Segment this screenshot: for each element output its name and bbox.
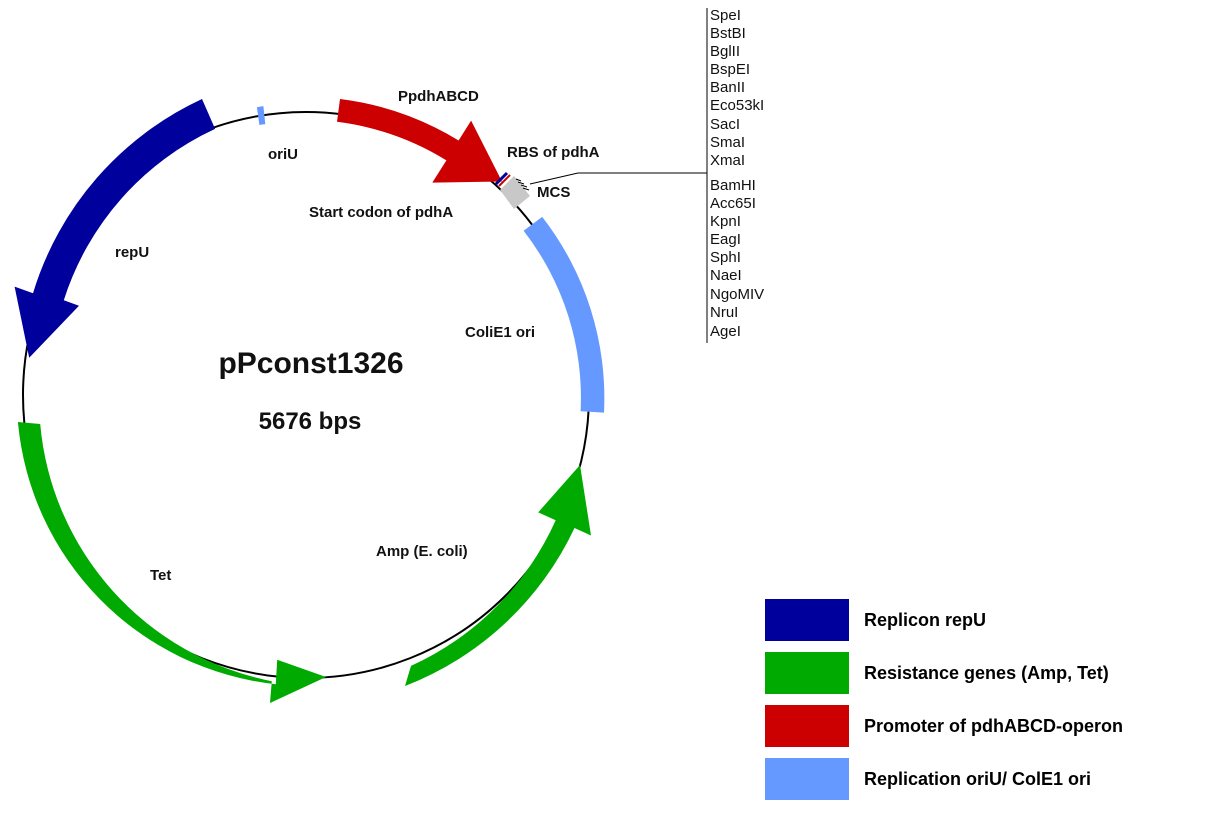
rbs-mark xyxy=(498,174,511,187)
legend-item-replicon: Replicon repU xyxy=(765,598,1123,642)
label-ColiE1: ColiE1 ori xyxy=(465,324,535,341)
restriction-site: NgoMIV xyxy=(710,286,764,303)
legend-swatch xyxy=(765,652,849,694)
MCS-box xyxy=(500,176,530,209)
label-start-codon: Start codon of pdhA xyxy=(309,204,453,221)
legend-label: Promoter of pdhABCD-operon xyxy=(864,715,1123,736)
ColiE1-segment xyxy=(523,216,605,413)
legend-swatch xyxy=(765,599,849,641)
label-Tet: Tet xyxy=(150,567,171,584)
legend-item-origin: Replication oriU/ ColE1 ori xyxy=(765,757,1123,801)
legend-label: Resistance genes (Amp, Tet) xyxy=(864,662,1109,683)
restriction-site: XmaI xyxy=(710,152,745,169)
restriction-site: EagI xyxy=(710,231,741,248)
Amp-arrow xyxy=(405,465,591,686)
label-oriU: oriU xyxy=(268,146,298,163)
oriU-segment xyxy=(256,106,266,125)
legend-label: Replication oriU/ ColE1 ori xyxy=(864,768,1092,789)
legend-swatch xyxy=(765,758,849,800)
label-RBS: RBS of pdhA xyxy=(507,144,600,161)
legend-label: Replicon repU xyxy=(864,609,987,630)
restriction-site: NaeI xyxy=(710,267,742,284)
restriction-site: Eco53kI xyxy=(710,97,764,114)
label-MCS: MCS xyxy=(537,184,570,201)
restriction-site: SpeI xyxy=(710,7,741,24)
label-Amp: Amp (E. coli) xyxy=(376,543,468,560)
legend-item-resistance: Resistance genes (Amp, Tet) xyxy=(765,651,1123,695)
restriction-site: KpnI xyxy=(710,213,741,230)
restriction-site: BanII xyxy=(710,79,745,96)
restriction-site: AgeI xyxy=(710,323,741,340)
repU-arrow xyxy=(14,99,216,358)
plasmid-name: pPconst1326 xyxy=(218,347,403,380)
start-codon-mark xyxy=(494,171,509,186)
Tet-arrow xyxy=(17,422,327,703)
legend: Replicon repU Resistance genes (Amp, Tet… xyxy=(765,598,1123,810)
PpdhABCD-arrow xyxy=(337,99,502,183)
restriction-site: Acc65I xyxy=(710,195,756,212)
restriction-site: BstBI xyxy=(710,25,746,42)
restriction-site: SmaI xyxy=(710,134,745,151)
restriction-site-list: SpeI BstBI BglII BspEI BanII Eco53kI Sac… xyxy=(710,7,764,340)
legend-swatch xyxy=(765,705,849,747)
restriction-site: BamHI xyxy=(710,177,756,194)
restriction-site: BspEI xyxy=(710,61,750,78)
mcs-leader-line xyxy=(529,172,579,185)
plasmid-size: 5676 bps xyxy=(259,408,362,435)
label-PpdhABCD: PpdhABCD xyxy=(398,88,479,105)
restriction-site: NruI xyxy=(710,304,738,321)
restriction-site: SacI xyxy=(710,116,740,133)
label-repU: repU xyxy=(115,244,149,261)
legend-item-promoter: Promoter of pdhABCD-operon xyxy=(765,704,1123,748)
restriction-site: SphI xyxy=(710,249,741,266)
restriction-site: BglII xyxy=(710,43,740,60)
